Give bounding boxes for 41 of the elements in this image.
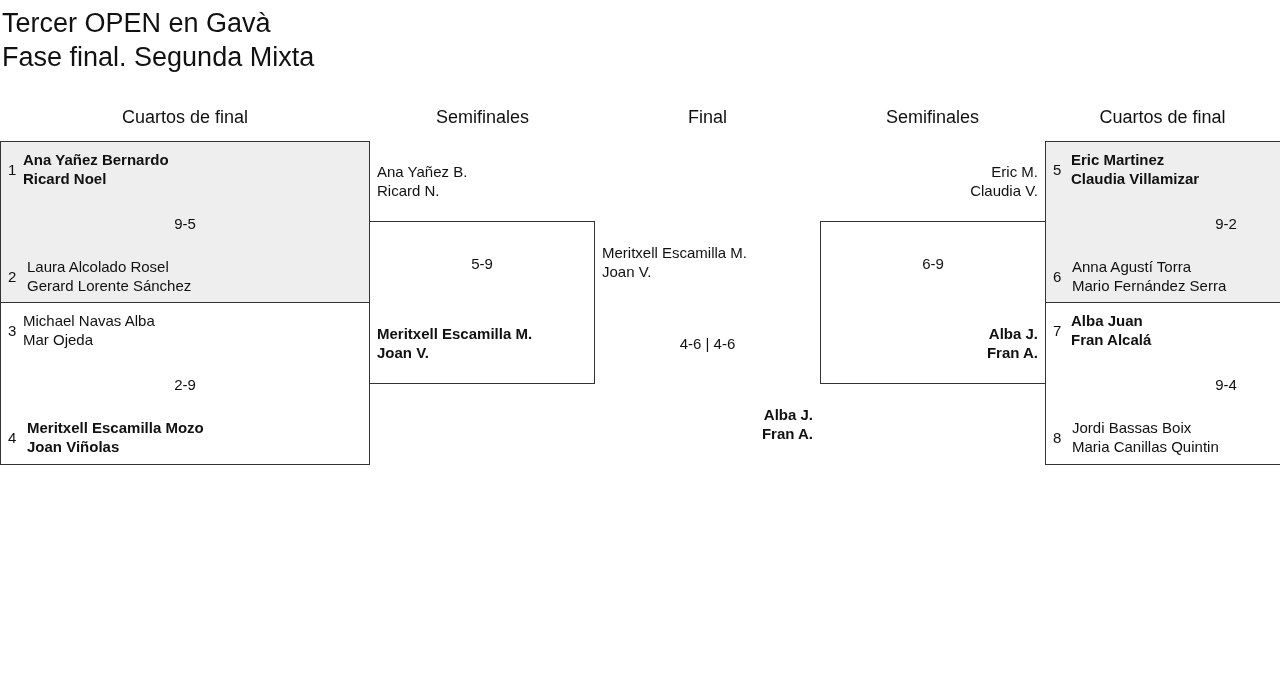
match-box: [369, 221, 595, 384]
team-names: Meritxell Escamilla M. Joan V.: [602, 243, 748, 281]
match-box: [1045, 141, 1280, 303]
team-names: Jordi Bassas Boix Maria Canillas Quintin: [1072, 418, 1219, 456]
team-names: Ana Yañez Bernardo Ricard Noel: [23, 150, 169, 188]
team-names: Alba J. Fran A.: [986, 324, 1038, 362]
match-score: 5-9: [470, 254, 494, 273]
column-heading: Cuartos de final: [120, 108, 250, 127]
seed-number: 8: [1053, 428, 1062, 447]
column-heading: Cuartos de final: [1098, 108, 1227, 127]
team-names: Meritxell Escamilla Mozo Joan Viñolas: [27, 418, 204, 456]
match-box: [0, 141, 370, 303]
seed-number: 4: [8, 428, 17, 447]
match-box: [0, 302, 370, 465]
seed-number: 6: [1053, 267, 1062, 286]
match-score: 6-9: [921, 254, 945, 273]
team-names: Laura Alcolado Rosel Gerard Lorente Sánchez: [27, 257, 192, 295]
column-heading: Semifinales: [884, 108, 980, 127]
title: Tercer OPEN en Gavà: [2, 7, 271, 40]
team-names: Alba Juan Fran Alcalá: [1071, 311, 1152, 349]
team-names: Anna Agustí Torra Mario Fernández Serra: [1072, 257, 1227, 295]
match-score: 4-6 | 4-6: [678, 334, 737, 353]
match-box: [820, 221, 1046, 384]
team-names: Eric M. Claudia V.: [970, 162, 1038, 200]
seed-number: 1: [8, 160, 17, 179]
seed-number: 5: [1053, 160, 1062, 179]
team-names: Meritxell Escamilla M. Joan V.: [377, 324, 533, 362]
team-names: Eric Martinez Claudia Villamizar: [1071, 150, 1200, 188]
subtitle: Fase final. Segunda Mixta: [2, 41, 315, 74]
seed-number: 7: [1053, 321, 1062, 340]
match-score: 9-4: [1214, 375, 1238, 394]
seed-number: 2: [8, 267, 17, 286]
team-names: Ana Yañez B. Ricard N.: [377, 162, 468, 200]
seed-number: 3: [8, 321, 17, 340]
match-score: 9-2: [1214, 214, 1238, 233]
match-score: 9-5: [173, 214, 197, 233]
team-names: Alba J. Fran A.: [761, 405, 813, 443]
column-heading: Semifinales: [434, 108, 530, 127]
match-score: 2-9: [173, 375, 197, 394]
team-names: Michael Navas Alba Mar Ojeda: [23, 311, 155, 349]
column-heading: Final: [687, 108, 728, 127]
